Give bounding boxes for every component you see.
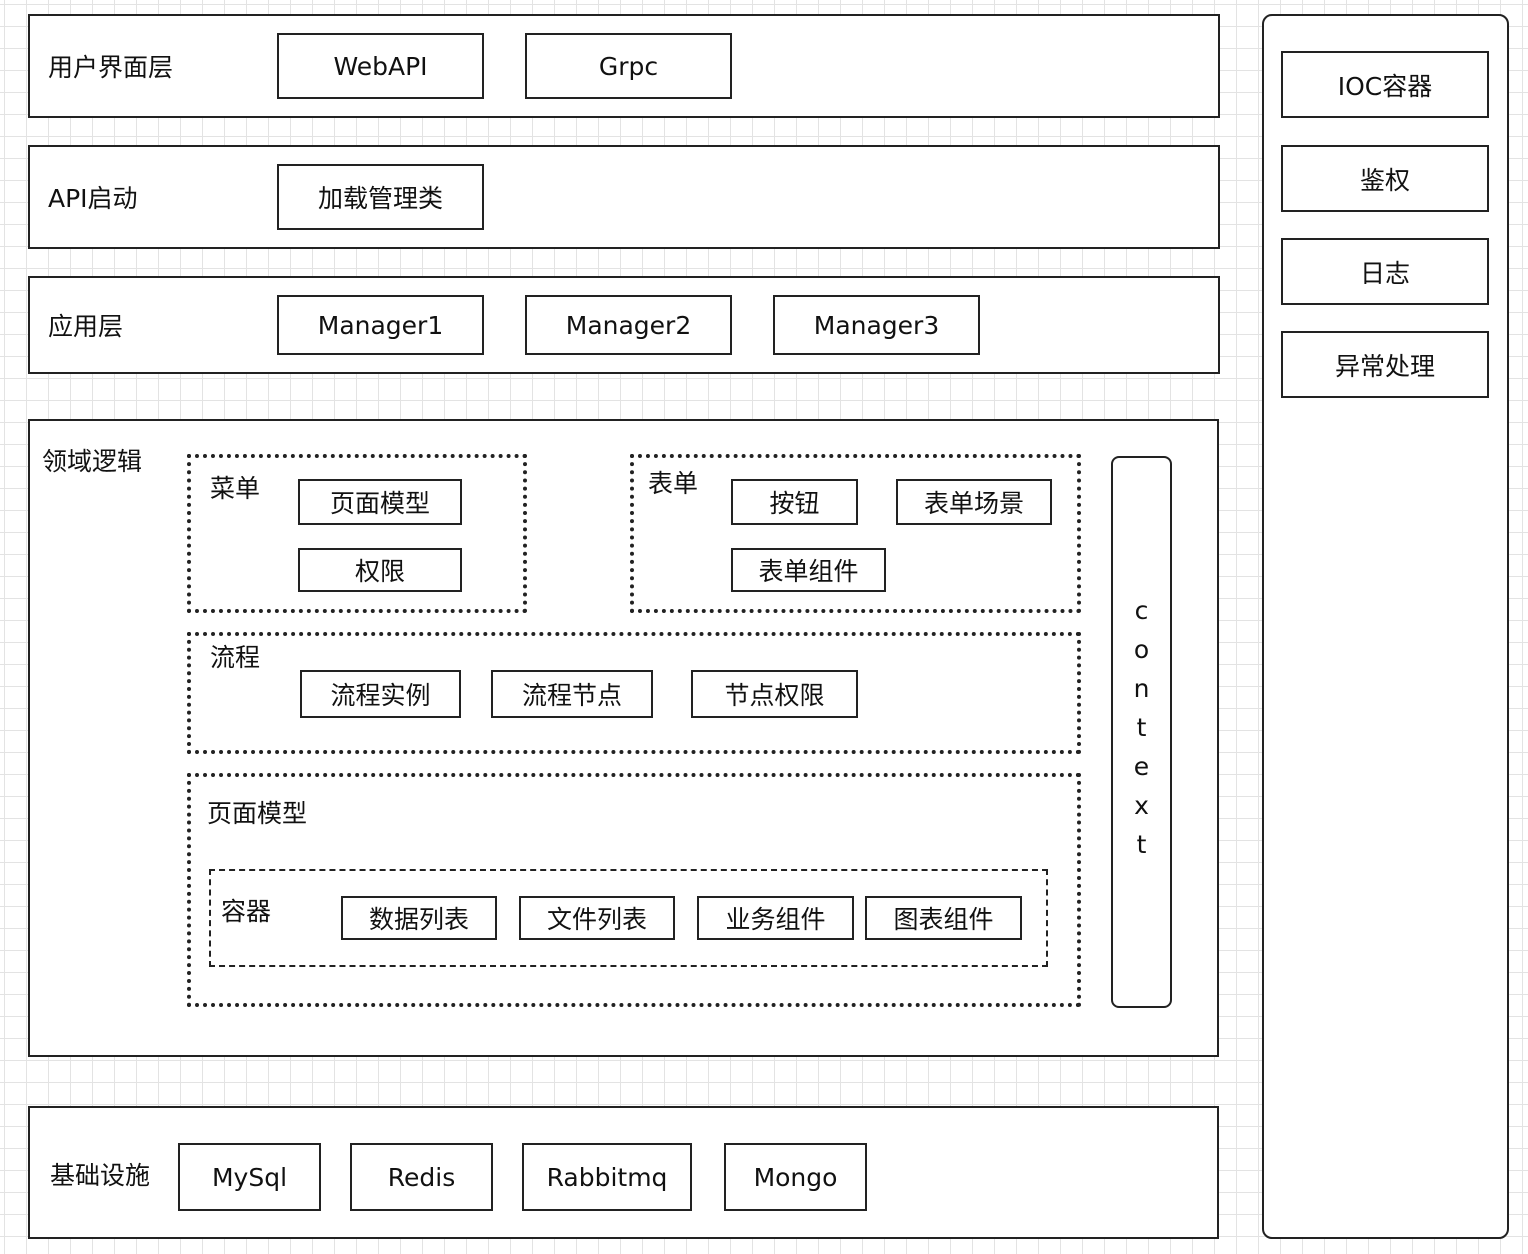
box-business-component: 业务组件 — [697, 896, 854, 940]
group-container-label: 容器 — [221, 897, 272, 926]
box-form-scene: 表单场景 — [896, 479, 1052, 525]
box-manager2: Manager2 — [525, 295, 732, 355]
layer-ui-label: 用户界面层 — [48, 53, 174, 82]
box-webapi: WebAPI — [277, 33, 484, 99]
layer-api — [28, 145, 1220, 249]
box-menu-permission: 权限 — [298, 548, 462, 592]
box-manager3: Manager3 — [773, 295, 980, 355]
box-chart-component: 图表组件 — [865, 896, 1022, 940]
group-page-model-label: 页面模型 — [207, 799, 308, 828]
box-load-managers: 加载管理类 — [277, 164, 484, 230]
box-auth: 鉴权 — [1281, 145, 1489, 212]
layer-domain-label: 领域逻辑 — [42, 447, 143, 476]
group-flow — [187, 632, 1081, 754]
box-mongo: Mongo — [724, 1143, 867, 1211]
layer-domain — [28, 419, 1219, 1057]
box-redis: Redis — [350, 1143, 493, 1211]
context-label: context — [1127, 595, 1156, 869]
group-menu-label: 菜单 — [210, 474, 261, 503]
box-exception-handling: 异常处理 — [1281, 331, 1489, 398]
box-file-list: 文件列表 — [519, 896, 675, 940]
box-mysql: MySql — [178, 1143, 321, 1211]
box-form-component: 表单组件 — [731, 548, 886, 592]
group-page-model — [187, 773, 1081, 1007]
group-flow-label: 流程 — [210, 643, 261, 672]
box-ioc-container: IOC容器 — [1281, 51, 1489, 118]
box-node-permission: 节点权限 — [691, 670, 858, 718]
box-data-list: 数据列表 — [341, 896, 497, 940]
layer-infra-label: 基础设施 — [50, 1161, 151, 1190]
box-flow-instance: 流程实例 — [300, 670, 461, 718]
layer-api-label: API启动 — [48, 184, 138, 213]
box-manager1: Manager1 — [277, 295, 484, 355]
group-form — [630, 454, 1081, 613]
box-grpc: Grpc — [525, 33, 732, 99]
box-logging: 日志 — [1281, 238, 1489, 305]
box-flow-node: 流程节点 — [491, 670, 653, 718]
box-form-button: 按钮 — [731, 479, 858, 525]
layer-app-label: 应用层 — [48, 312, 124, 341]
group-menu — [187, 454, 527, 613]
crosscutting-panel — [1262, 14, 1509, 1239]
group-form-label: 表单 — [648, 469, 699, 498]
box-menu-page-model: 页面模型 — [298, 479, 462, 525]
group-container — [209, 869, 1048, 967]
box-rabbitmq: Rabbitmq — [522, 1143, 692, 1211]
context-box: context — [1111, 456, 1172, 1008]
